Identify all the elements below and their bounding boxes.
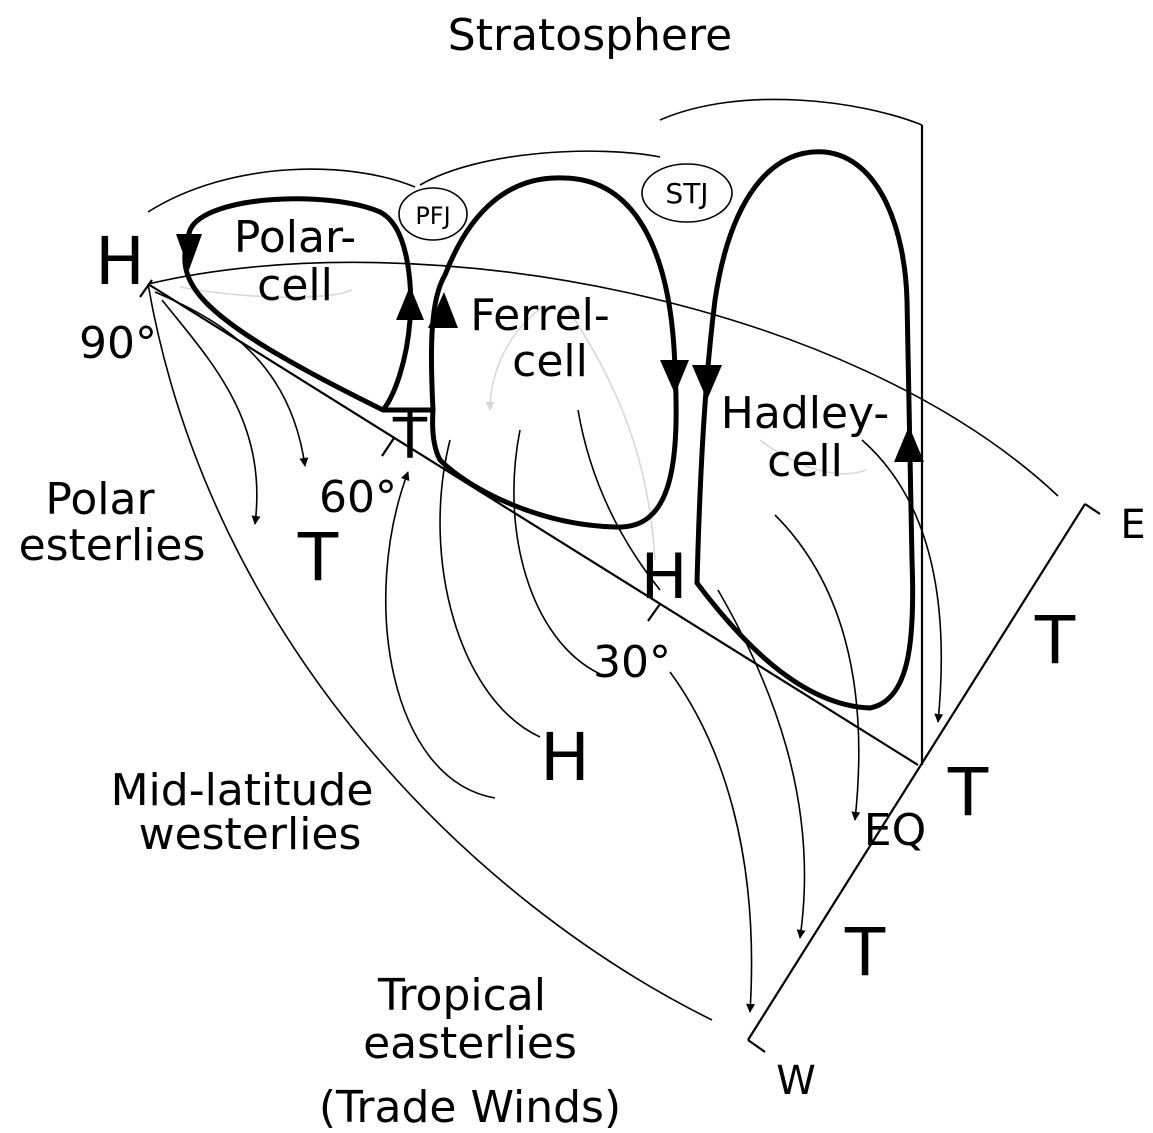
stj-label: STJ	[665, 177, 708, 210]
pfj-label: PFJ	[415, 202, 450, 230]
ferrel-cell-label-1: Ferrel-	[470, 290, 610, 341]
direction-west: W	[776, 1058, 816, 1104]
polar-front-jet: PFJ	[399, 188, 467, 240]
high-pressure-pole: H	[95, 223, 145, 300]
ferrel-cell-label-2: cell	[512, 336, 588, 387]
polar-easterlies-1: Polar	[45, 474, 155, 525]
direction-east: E	[1120, 502, 1145, 548]
tropical-easterlies-1: Tropical	[377, 970, 546, 1021]
low-pressure-60-top: T	[392, 407, 428, 472]
low-pressure-west: T	[844, 914, 886, 991]
low-pressure-equator: T	[947, 754, 989, 831]
low-pressure-east: T	[1034, 602, 1076, 679]
low-pressure-60-bottom: T	[297, 519, 339, 596]
latitude-30: 30°	[593, 637, 671, 688]
high-pressure-30-bottom: H	[540, 719, 590, 796]
latitude-equator: EQ	[864, 805, 926, 856]
polar-easterlies-2: esterlies	[19, 520, 206, 571]
polar-cell-arrow-down	[176, 234, 202, 270]
tropical-easterlies-3: (Trade Winds)	[319, 1082, 621, 1133]
tropopause-arcs	[148, 99, 922, 212]
latitude-90: 90°	[79, 318, 157, 369]
polar-cell-arrow-up	[396, 286, 424, 320]
title-stratosphere: Stratosphere	[448, 10, 732, 61]
ferrel-cell-arrow-down	[660, 360, 689, 394]
mid-latitude-westerlies-2: westerlies	[139, 809, 362, 860]
hadley-cell-arrow-down	[692, 365, 722, 400]
latitude-60: 60°	[319, 472, 397, 523]
hadley-cell-label-2: cell	[767, 436, 843, 487]
subtropical-jet: STJ	[642, 164, 732, 222]
tropical-easterlies-2: easterlies	[363, 1018, 577, 1069]
polar-cell-label-1: Polar-	[234, 212, 356, 263]
polar-cell-label-2: cell	[257, 260, 333, 311]
hadley-cell-label-1: Hadley-	[721, 388, 889, 439]
cell-labels: Polar- cell Ferrel- cell Hadley- cell	[234, 212, 889, 487]
hadley-cell-arrow-up	[894, 426, 924, 462]
high-pressure-30-top: H	[641, 540, 688, 613]
